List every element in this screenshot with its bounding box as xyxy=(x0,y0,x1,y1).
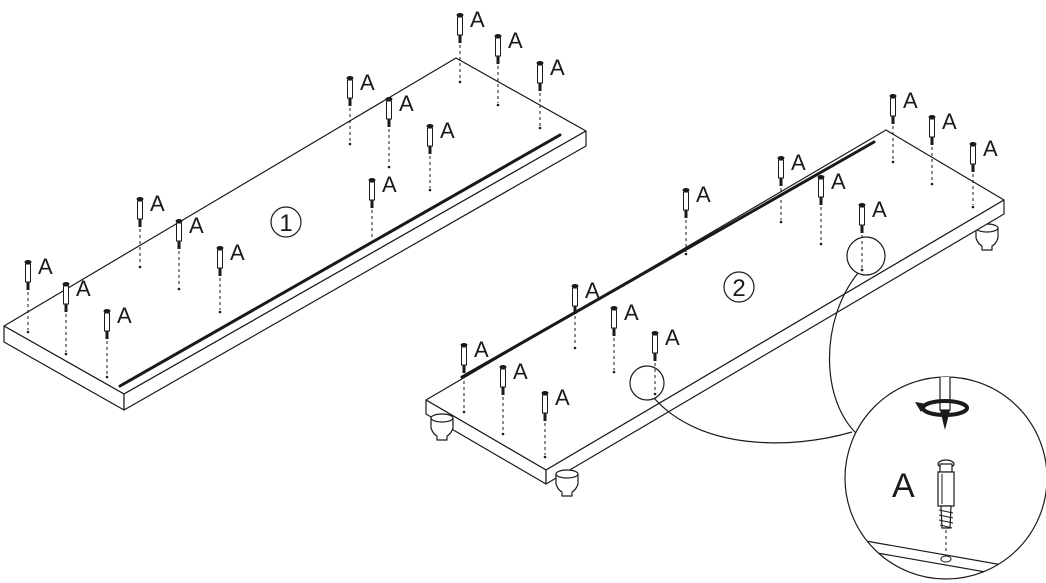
fitting-label: A xyxy=(508,28,523,53)
rotate-clockwise-icon xyxy=(915,399,969,417)
fitting-label: A xyxy=(150,191,165,216)
cam-bolt-fitting: A xyxy=(817,169,846,246)
panel-2-foot-front-left xyxy=(430,413,454,441)
cam-bolt-fitting: A xyxy=(536,55,565,130)
cam-bolt-fitting: A xyxy=(103,303,132,379)
panel-2-groove xyxy=(460,140,876,379)
fitting-label: A xyxy=(983,136,998,161)
cam-bolt-fitting: A xyxy=(969,136,998,209)
cam-bolt-fitting: A xyxy=(385,91,414,169)
step-1-number-badge: 1 xyxy=(270,206,302,238)
cam-bolt-fitting: A xyxy=(571,278,600,350)
cam-bolt-fitting: A xyxy=(889,88,918,164)
fitting-label: A xyxy=(665,325,680,350)
fitting-label: A xyxy=(360,70,375,95)
callout-target-circle-2 xyxy=(629,365,665,401)
fitting-label: A xyxy=(696,182,711,207)
detail-fitting-label: A xyxy=(892,467,915,505)
cam-bolt-fitting: A xyxy=(858,197,887,272)
fitting-label: A xyxy=(513,359,528,384)
panel-1-top-face xyxy=(3,57,587,395)
cam-bolt-fitting: A xyxy=(777,150,806,224)
fitting-label: A xyxy=(440,118,455,143)
panel-2-side-edge xyxy=(545,199,1005,485)
step-2-number-badge: 2 xyxy=(723,271,755,303)
cam-bolt-fitting: A xyxy=(426,118,455,192)
panel-1-side-edge xyxy=(123,130,587,411)
fitting-label: A xyxy=(382,172,397,197)
callout-target-circle-1 xyxy=(846,236,886,276)
fitting-label: A xyxy=(189,213,204,238)
fitting-label: A xyxy=(555,385,570,410)
cam-bolt-fitting: A xyxy=(368,172,397,244)
callout-leader-2 xyxy=(653,397,853,444)
cam-bolt-fitting: A xyxy=(175,213,204,291)
fitting-label: A xyxy=(76,276,91,301)
cam-bolt-detail xyxy=(937,459,955,563)
cam-bolt-fitting: A xyxy=(216,240,245,314)
step-1-number: 1 xyxy=(279,210,292,237)
cam-bolt-fitting: A xyxy=(62,276,91,356)
cam-bolt-fitting: A xyxy=(136,191,165,269)
cam-bolt-fitting: A xyxy=(610,300,639,374)
step-2-number: 2 xyxy=(732,275,745,302)
cam-bolt-fitting: A xyxy=(541,385,570,459)
cam-bolt-fitting: A xyxy=(24,254,53,334)
cam-bolt-fitting: A xyxy=(651,325,680,396)
fitting-label: A xyxy=(872,197,887,222)
fitting-label: A xyxy=(230,240,245,265)
cam-bolt-fitting: A xyxy=(928,109,957,186)
fitting-label: A xyxy=(903,88,918,113)
fitting-label: A xyxy=(791,150,806,175)
detail-callout: A xyxy=(629,236,1046,580)
fitting-label: A xyxy=(585,278,600,303)
fitting-label: A xyxy=(624,300,639,325)
fitting-label: A xyxy=(38,254,53,279)
cam-bolt-fitting: A xyxy=(682,182,711,256)
fitting-label: A xyxy=(474,337,489,362)
cam-bolt-fitting: A xyxy=(494,28,523,107)
cam-bolt-fitting: A xyxy=(456,7,485,84)
fitting-label: A xyxy=(831,169,846,194)
fitting-label: A xyxy=(117,303,132,328)
callout-leader-1 xyxy=(828,272,859,436)
panel-1-groove xyxy=(118,133,562,388)
fitting-label: A xyxy=(399,91,414,116)
cam-bolt-fitting: A xyxy=(499,359,528,436)
cam-bolt-fitting: A xyxy=(460,337,489,414)
fitting-label: A xyxy=(942,109,957,134)
panel-2-foot-front-right xyxy=(555,469,579,497)
fitting-label: A xyxy=(470,7,485,32)
fitting-label: A xyxy=(550,55,565,80)
step-1-panel xyxy=(3,57,587,411)
cam-bolt-fitting: A xyxy=(346,70,375,146)
